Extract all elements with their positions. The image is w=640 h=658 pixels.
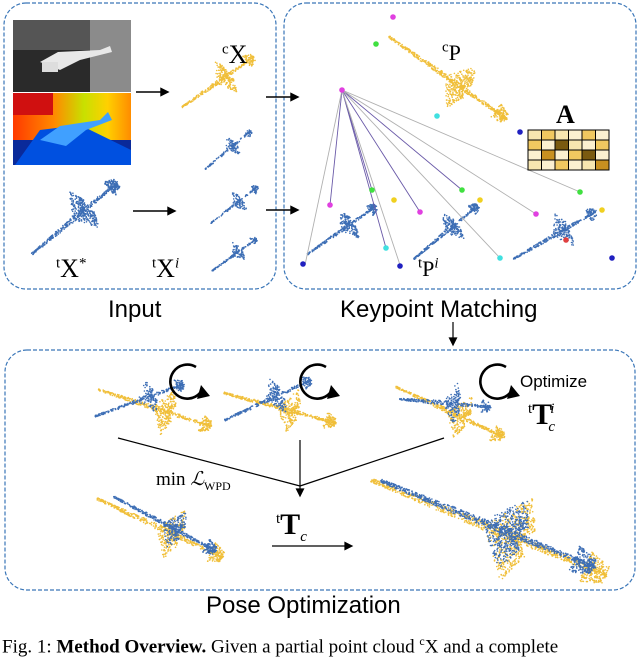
matrix-cell — [555, 160, 569, 170]
matrix-cell — [555, 130, 569, 140]
candidate-cloud — [211, 237, 258, 272]
label-tTci: tTic — [528, 398, 563, 432]
candidate-cloud — [210, 185, 259, 224]
matrix-cell — [596, 140, 610, 150]
matrix-cell — [582, 160, 596, 170]
match-line — [342, 90, 400, 265]
matrix-cell — [569, 140, 583, 150]
input-arrows — [133, 89, 298, 215]
keypoint-marker — [300, 261, 306, 267]
keypoint-marker — [599, 207, 605, 213]
matrix-cell — [596, 150, 610, 160]
label-A: A — [556, 100, 575, 130]
matrix-cell — [542, 130, 556, 140]
keypoint-section-title: Keypoint Matching — [340, 296, 537, 324]
label-tXstar: tX* — [56, 254, 86, 284]
matrix-cell — [596, 130, 610, 140]
matrix-cell — [582, 130, 596, 140]
figure-caption: Fig. 1: Method Overview. Given a partial… — [2, 634, 640, 658]
keypoint-marker — [563, 237, 569, 243]
label-tTc: tTc — [276, 508, 307, 542]
matrix-cell — [528, 130, 542, 140]
matrix-cell — [569, 130, 583, 140]
match-line — [330, 90, 342, 205]
label-cX: cX — [222, 40, 247, 70]
keypoint-marker — [373, 41, 379, 47]
keypoint-cloud — [307, 203, 378, 255]
keypoint-marker — [369, 187, 375, 193]
label-optimize: Optimize — [520, 372, 587, 392]
matrix-cell — [569, 150, 583, 160]
matrix-cell — [528, 140, 542, 150]
assignment-matrix — [528, 130, 609, 170]
matrix-cell — [528, 160, 542, 170]
rotate-icon — [480, 365, 520, 399]
match-line — [305, 90, 342, 265]
matrix-cell — [596, 160, 610, 170]
label-cP: cP — [442, 40, 461, 66]
pose-section-title: Pose Optimization — [206, 592, 401, 620]
candidate-cloud-blue — [399, 383, 492, 423]
keypoint-marker — [339, 87, 345, 93]
keypoint-marker — [533, 211, 539, 217]
keypoint-marker — [390, 14, 396, 20]
matrix-cell — [569, 160, 583, 170]
keypoint-marker — [497, 255, 503, 261]
keypoint-marker — [577, 189, 583, 195]
keypoint-marker — [397, 263, 403, 269]
keypoint-marker — [417, 209, 423, 215]
input-section-title: Input — [108, 296, 161, 324]
depth-image — [13, 93, 131, 165]
matrix-cell — [542, 150, 556, 160]
source-cloud-yellow — [395, 386, 505, 442]
match-line — [342, 90, 462, 190]
keypoint-marker — [383, 245, 389, 251]
label-min-wpd: min ℒWPD — [156, 468, 231, 494]
keypoint-marker — [459, 187, 465, 193]
match-line — [342, 90, 420, 212]
keypoint-marker — [327, 202, 333, 208]
matrix-cell — [542, 160, 556, 170]
matrix-cell — [542, 140, 556, 150]
source-cloud-yellow — [97, 497, 225, 562]
matrix-cell — [555, 150, 569, 160]
keypoint-marker — [609, 255, 615, 261]
label-tXi: tXi — [152, 254, 179, 284]
keypoint-cloud — [413, 203, 480, 260]
matrix-cell — [555, 140, 569, 150]
matrix-cell — [582, 140, 596, 150]
matrix-cell — [528, 150, 542, 160]
keypoint-marker — [477, 197, 483, 203]
keypoint-marker — [517, 129, 523, 135]
panel-down-arrow — [450, 322, 457, 345]
candidate-cloud — [205, 129, 253, 170]
label-tPi: tPi — [418, 256, 439, 282]
rgb-photo — [13, 20, 131, 92]
keypoint-cloud — [513, 208, 597, 260]
complete-cloud-tXstar — [31, 179, 120, 256]
matrix-cell — [582, 150, 596, 160]
keypoint-marker — [434, 113, 440, 119]
keypoint-marker — [391, 197, 397, 203]
